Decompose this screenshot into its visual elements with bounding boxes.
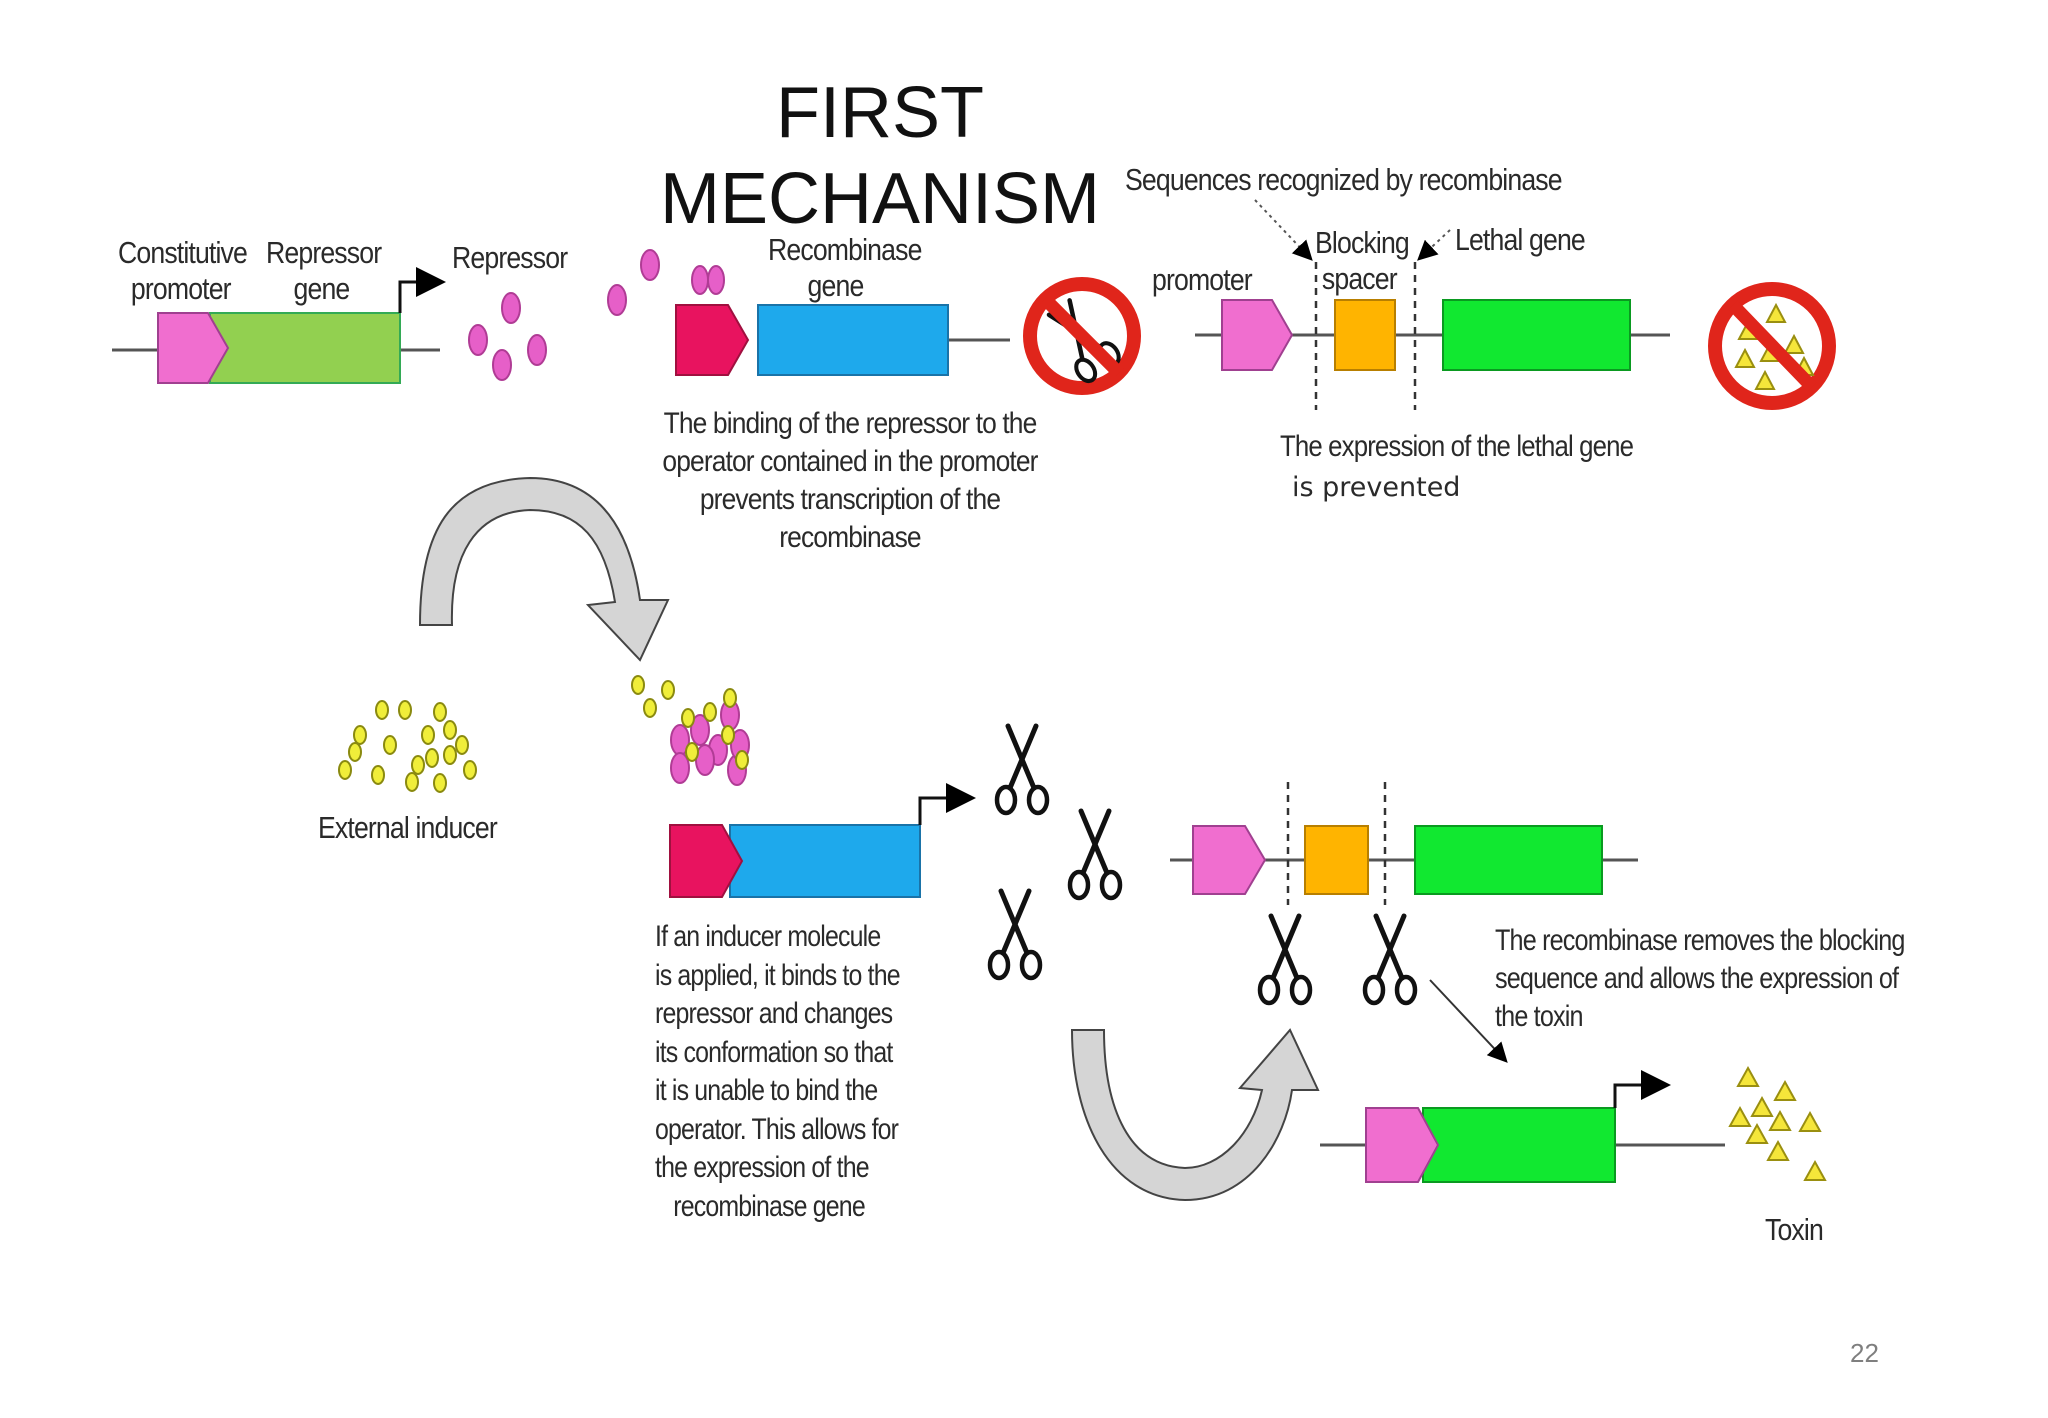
scissors-icon	[1070, 811, 1120, 898]
lethal-construct-expressed	[1320, 1070, 1725, 1183]
inducer-repressor-complex	[631, 675, 750, 786]
curved-arrow-icon	[1070, 1028, 1320, 1202]
page-number: 22	[1850, 1338, 1879, 1368]
label-external-inducer: External inducer	[318, 810, 498, 845]
label-lethal-gene: Lethal gene	[1455, 222, 1586, 257]
toxin-molecules	[1728, 1065, 1827, 1181]
repressor-construct	[112, 267, 446, 384]
text-lethal-prevented-2: is prevented	[1292, 472, 1461, 503]
text-repressor-binding: The binding of the repressor to the oper…	[662, 407, 1038, 554]
scissors-icon	[1365, 916, 1415, 1003]
recombinase-construct-repressed	[675, 304, 1010, 376]
label-constitutive-promoter: Constitutive promoter	[118, 235, 248, 306]
constitutive-promoter-shape	[157, 312, 230, 384]
text-lethal-prevented: The expression of the lethal gene	[1280, 430, 1634, 463]
transcription-arrow-icon	[398, 267, 446, 313]
label-sequences-recognized: Sequences recognized by recombinase	[1125, 162, 1563, 197]
curved-arrow-icon	[418, 476, 670, 662]
label-blocking-spacer: Blocking spacer	[1315, 225, 1410, 296]
lethal-construct-cut	[1170, 782, 1638, 1063]
label-repressor-gene: Repressor gene	[266, 235, 382, 306]
slide-title: FIRST MECHANISM	[600, 70, 1160, 242]
label-recombinase-gene: Recombinase gene	[768, 232, 922, 303]
scissors-icon	[997, 726, 1047, 813]
scissors-icon	[990, 891, 1040, 978]
label-repressor: Repressor	[452, 240, 568, 275]
no-toxin-icon	[1708, 282, 1836, 410]
repressor-gene-box	[209, 312, 401, 384]
label-promoter: promoter	[1152, 262, 1253, 297]
recombinase-construct-active	[669, 783, 976, 898]
text-inducer-applied: If an inducer molecule is applied, it bi…	[655, 920, 901, 1223]
transcription-arrow-icon	[1613, 1070, 1671, 1108]
lethal-construct-blocked	[1195, 199, 1670, 410]
repressor-molecules	[468, 249, 725, 381]
label-toxin: Toxin	[1765, 1212, 1824, 1247]
text-recombinase-removes: The recombinase removes the blocking seq…	[1495, 924, 1905, 1033]
no-cutting-icon	[1023, 277, 1141, 395]
transcription-arrow-icon	[918, 783, 976, 825]
title-line-1: FIRST	[776, 73, 984, 153]
title-line-2: MECHANISM	[659, 159, 1100, 239]
inducer-molecules	[338, 700, 477, 793]
scissors-icon	[1260, 916, 1310, 1003]
